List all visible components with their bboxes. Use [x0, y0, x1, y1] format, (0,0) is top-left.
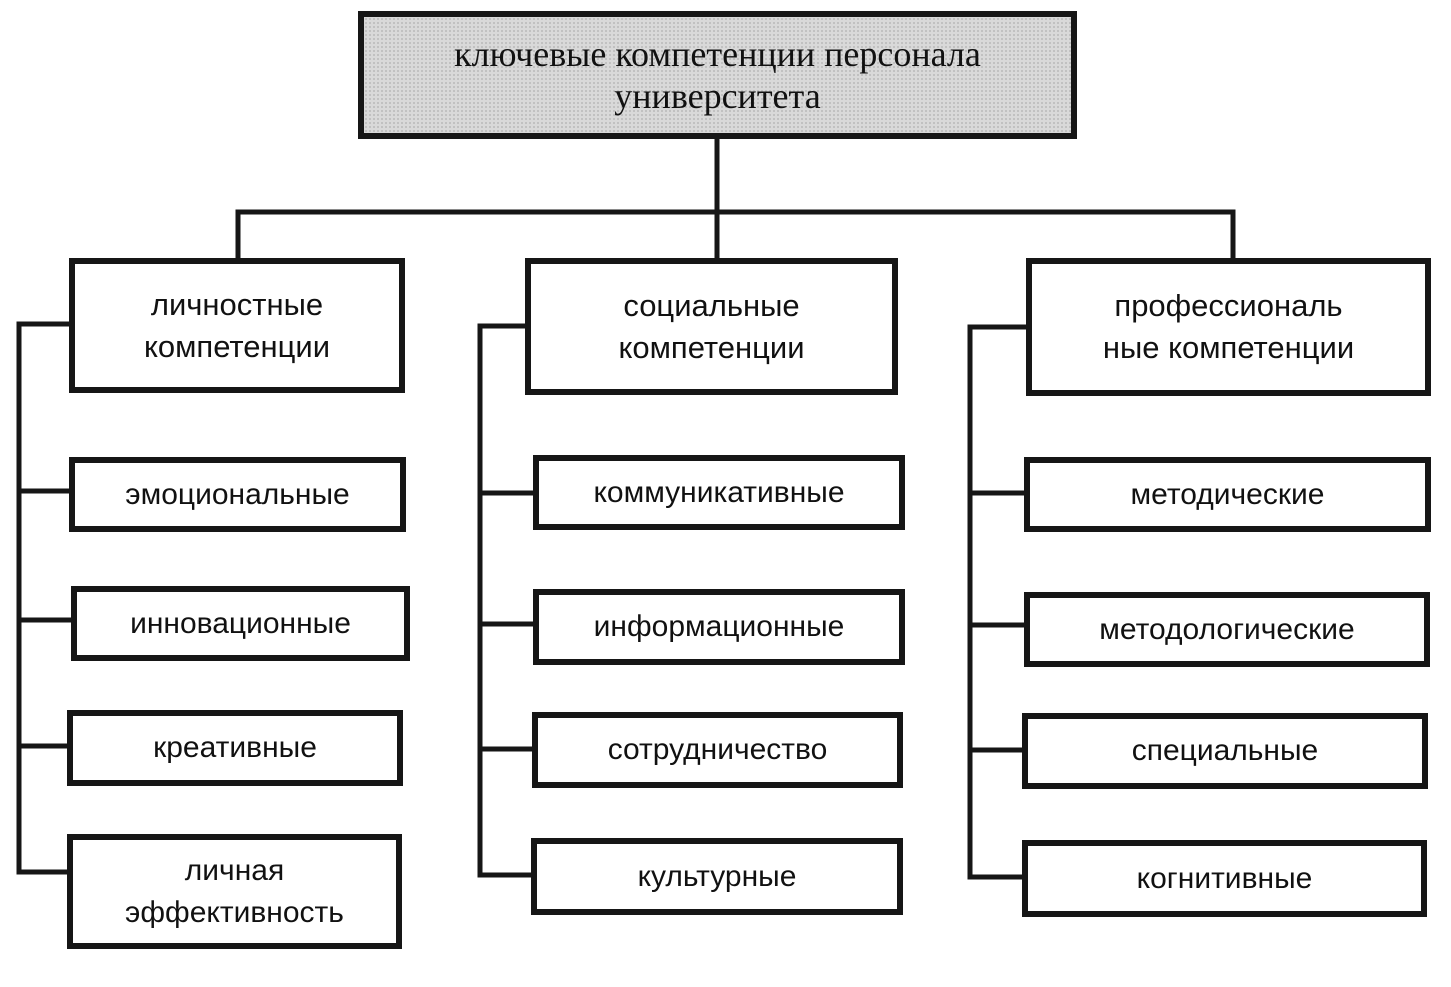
node-special: специальные [1022, 713, 1428, 789]
node-informational-label: информационные [593, 610, 845, 643]
node-cognitive-label: когнитивные [1136, 861, 1313, 895]
node-methodical: методические [1024, 457, 1431, 532]
node-methodological-label: методологические [1099, 612, 1355, 646]
node-methodological: методологические [1024, 592, 1430, 667]
node-emotional-label: эмоциональные [125, 477, 350, 511]
node-creative-label: креативные [153, 731, 317, 764]
category-social-label: социальные компетенции [618, 287, 805, 365]
node-cultural: культурные [531, 838, 903, 915]
node-methodical-label: методические [1130, 477, 1325, 511]
root-label: ключевые компетенции персонала университ… [454, 34, 981, 116]
node-cooperation: сотрудничество [532, 712, 903, 788]
category-personal: личностные компетенции [69, 258, 405, 393]
node-personal-effectiveness: личная эффективность [67, 834, 402, 949]
node-cooperation-label: сотрудничество [607, 733, 828, 766]
node-emotional: эмоциональные [69, 457, 406, 532]
node-special-label: специальные [1131, 734, 1319, 767]
category-professional-label: профессиональ ные компетенции [1102, 288, 1355, 365]
category-professional: профессиональ ные компетенции [1026, 258, 1431, 396]
node-informational: информационные [533, 589, 905, 665]
category-social: социальные компетенции [525, 258, 898, 395]
node-innovative-label: инновационные [130, 606, 351, 640]
node-personal-effectiveness-label: личная эффективность [125, 853, 344, 929]
node-communicative: коммуникативные [533, 455, 905, 530]
node-cultural-label: культурные [637, 859, 797, 893]
root-node: ключевые компетенции персонала университ… [358, 11, 1077, 139]
category-personal-label: личностные компетенции [143, 286, 331, 364]
node-creative: креативные [67, 710, 403, 786]
node-innovative: инновационные [71, 586, 410, 661]
node-communicative-label: коммуникативные [593, 475, 845, 509]
node-cognitive: когнитивные [1022, 840, 1427, 917]
